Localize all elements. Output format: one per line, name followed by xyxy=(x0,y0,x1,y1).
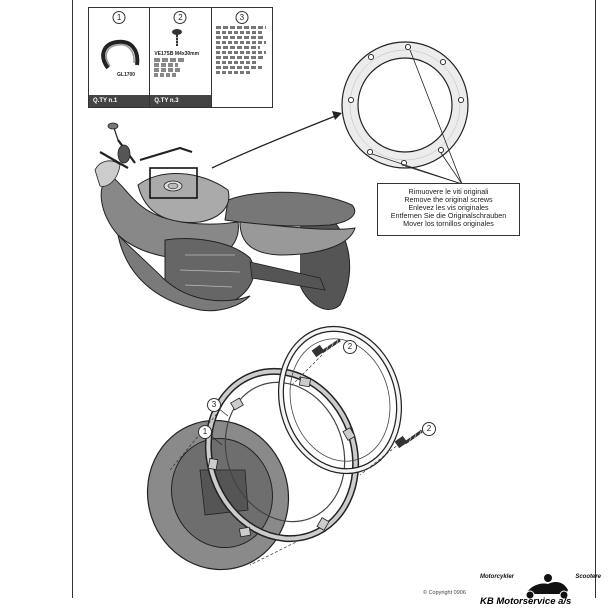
note-line-fr: Enlevez les vis originales xyxy=(408,203,489,213)
scooter-rider-icon xyxy=(525,574,569,600)
brand-logo: Motorcykler Scootere KB Motorservice a/s xyxy=(480,572,605,608)
part-column-3: 3 xyxy=(212,8,272,107)
page-frame xyxy=(72,0,596,598)
callout-plate-left: 1 xyxy=(198,425,212,439)
part-2-fine-print xyxy=(154,58,206,77)
part-3-fine-print xyxy=(215,26,270,74)
instruction-note: Rimuovere le viti originali Remove the o… xyxy=(377,183,520,236)
note-line-es: Mover los tornillos originales xyxy=(403,219,494,229)
brand-name: KB Motorservice a/s xyxy=(480,596,572,607)
parts-table: 1 GL1700 Q.TY n.1 2 VE17SB M4x30mm Q.TY … xyxy=(88,7,273,108)
note-line-it: Rimuovere le viti originali xyxy=(408,187,489,196)
callout-ring-left: 3 xyxy=(207,398,221,412)
ring-plate-icon xyxy=(101,39,140,70)
part-number: 1 xyxy=(112,11,126,24)
part-code: VE17SB M4x30mm xyxy=(154,51,200,57)
brand-tag-left: Motorcykler xyxy=(480,574,515,580)
part-column-2: 2 VE17SB M4x30mm Q.TY n.3 xyxy=(150,8,212,107)
part-code: GL1700 xyxy=(117,72,136,78)
callout-screw-right: 2 xyxy=(422,422,436,436)
note-line-de: Entfernen Sie die Originalschrauben xyxy=(390,211,507,221)
part-number: 2 xyxy=(173,11,187,24)
part-column-1: 1 GL1700 Q.TY n.1 xyxy=(89,8,151,107)
copyright-text: © Copyright 0906 xyxy=(423,590,466,596)
screw-icon xyxy=(172,29,183,46)
part-qty: Q.TY n.3 xyxy=(150,95,211,107)
part-qty: Q.TY n.1 xyxy=(89,95,150,107)
part-number: 3 xyxy=(235,11,249,24)
brand-tag-right: Scootere xyxy=(575,574,601,580)
note-line-en: Remove the original screws xyxy=(404,195,493,205)
callout-screw-top: 2 xyxy=(343,340,357,354)
